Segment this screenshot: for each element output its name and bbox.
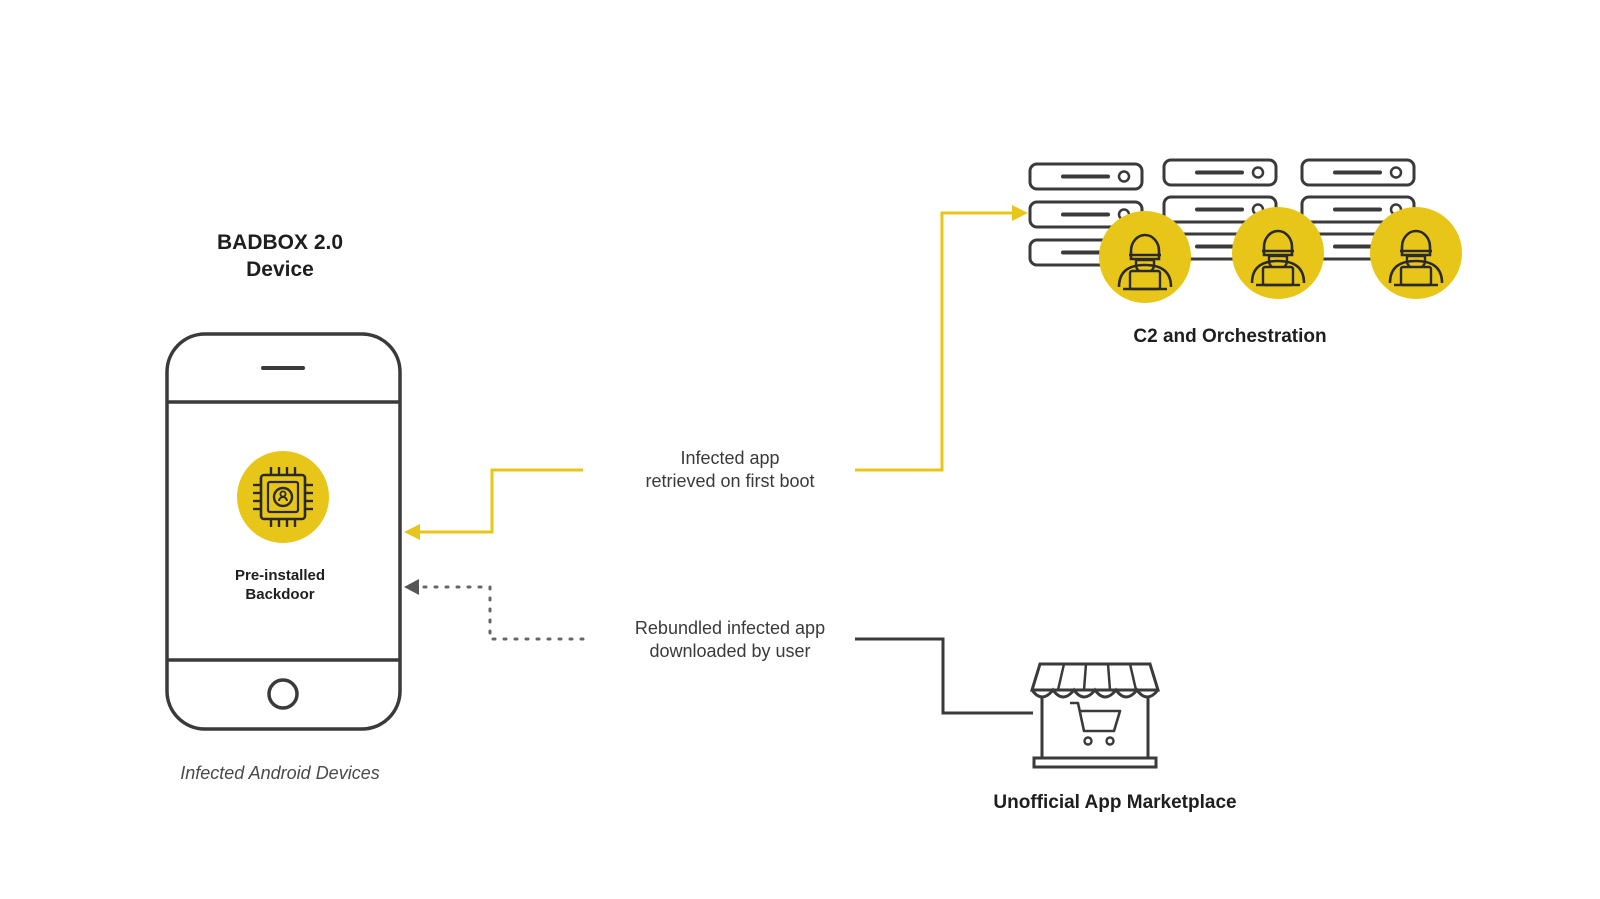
infected-app-label: Infected app retrieved on first boot bbox=[590, 447, 870, 493]
hacker-icon bbox=[1097, 205, 1464, 305]
device-title: BADBOX 2.0 Device bbox=[180, 230, 380, 284]
infected-app-label-line2: retrieved on first boot bbox=[645, 471, 815, 492]
c2-label: C2 and Orchestration bbox=[1133, 326, 1327, 347]
backdoor-label: Pre-installed Backdoor bbox=[205, 566, 355, 604]
rebundled-app-flow bbox=[404, 579, 1033, 715]
rebundled-app-label: Rebundled infected app downloaded by use… bbox=[590, 617, 870, 663]
infected-app-flow bbox=[404, 205, 1028, 540]
device-caption: Infected Android Devices bbox=[180, 763, 380, 783]
backdoor-label-line1: Pre-installed bbox=[234, 567, 326, 584]
infected-app-label-line1: Infected app bbox=[680, 448, 780, 468]
server-rack-icon bbox=[1028, 158, 1416, 267]
device-title-line2: Device bbox=[246, 257, 314, 281]
chip-icon bbox=[237, 451, 329, 543]
storefront-cart-icon bbox=[1029, 662, 1161, 769]
rebundled-app-label-line2: downloaded by user bbox=[649, 641, 811, 662]
backdoor-label-line2: Backdoor bbox=[245, 586, 315, 604]
device-title-line1: BADBOX 2.0 bbox=[216, 231, 344, 254]
marketplace-label: Unofficial App Marketplace bbox=[993, 792, 1237, 813]
rebundled-app-label-line1: Rebundled infected app bbox=[634, 618, 826, 638]
